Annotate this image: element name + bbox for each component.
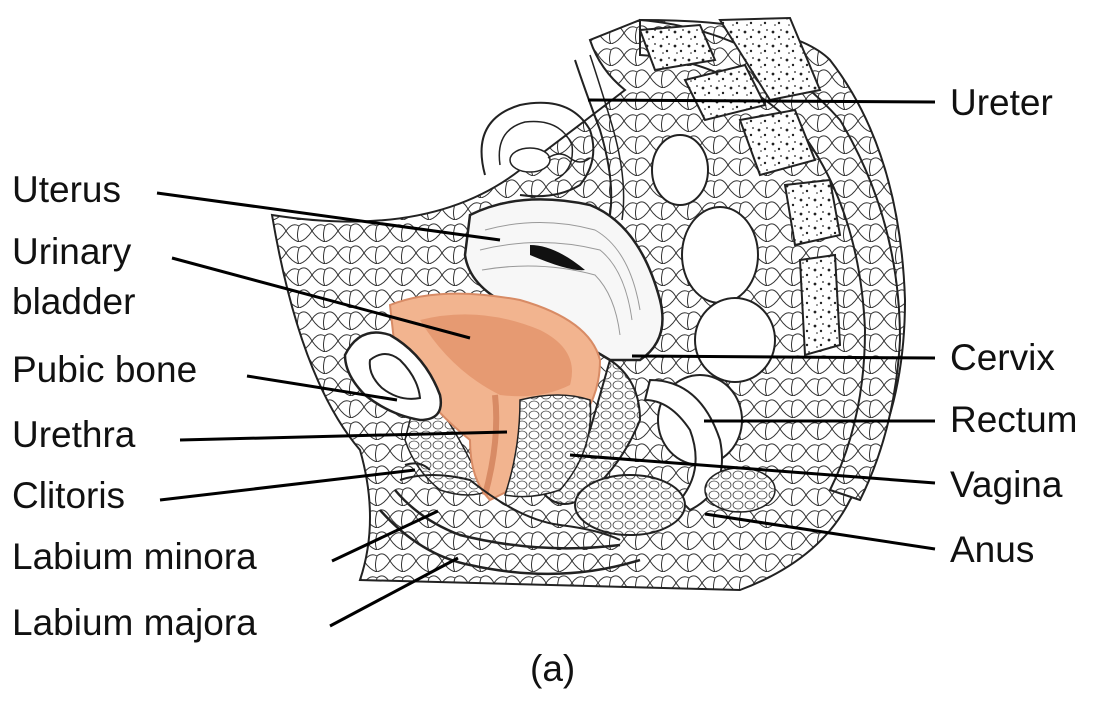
label-urinary-bladder-line2: bladder <box>12 282 135 322</box>
label-urethra: Urethra <box>12 415 135 455</box>
label-ureter: Ureter <box>950 83 1053 123</box>
label-anus: Anus <box>950 530 1034 570</box>
label-rectum: Rectum <box>950 400 1077 440</box>
label-vagina: Vagina <box>950 465 1062 505</box>
label-clitoris: Clitoris <box>12 476 125 516</box>
leader-cervix <box>632 356 935 358</box>
label-pubic-bone: Pubic bone <box>12 350 197 390</box>
label-uterus: Uterus <box>12 170 121 210</box>
figure-caption: (a) <box>530 648 575 690</box>
label-labium-majora: Labium majora <box>12 603 257 643</box>
label-cervix: Cervix <box>950 338 1055 378</box>
label-urinary-bladder-line1: Urinary <box>12 232 131 272</box>
label-labium-minora: Labium minora <box>12 537 257 577</box>
leader-ureter <box>588 100 935 102</box>
